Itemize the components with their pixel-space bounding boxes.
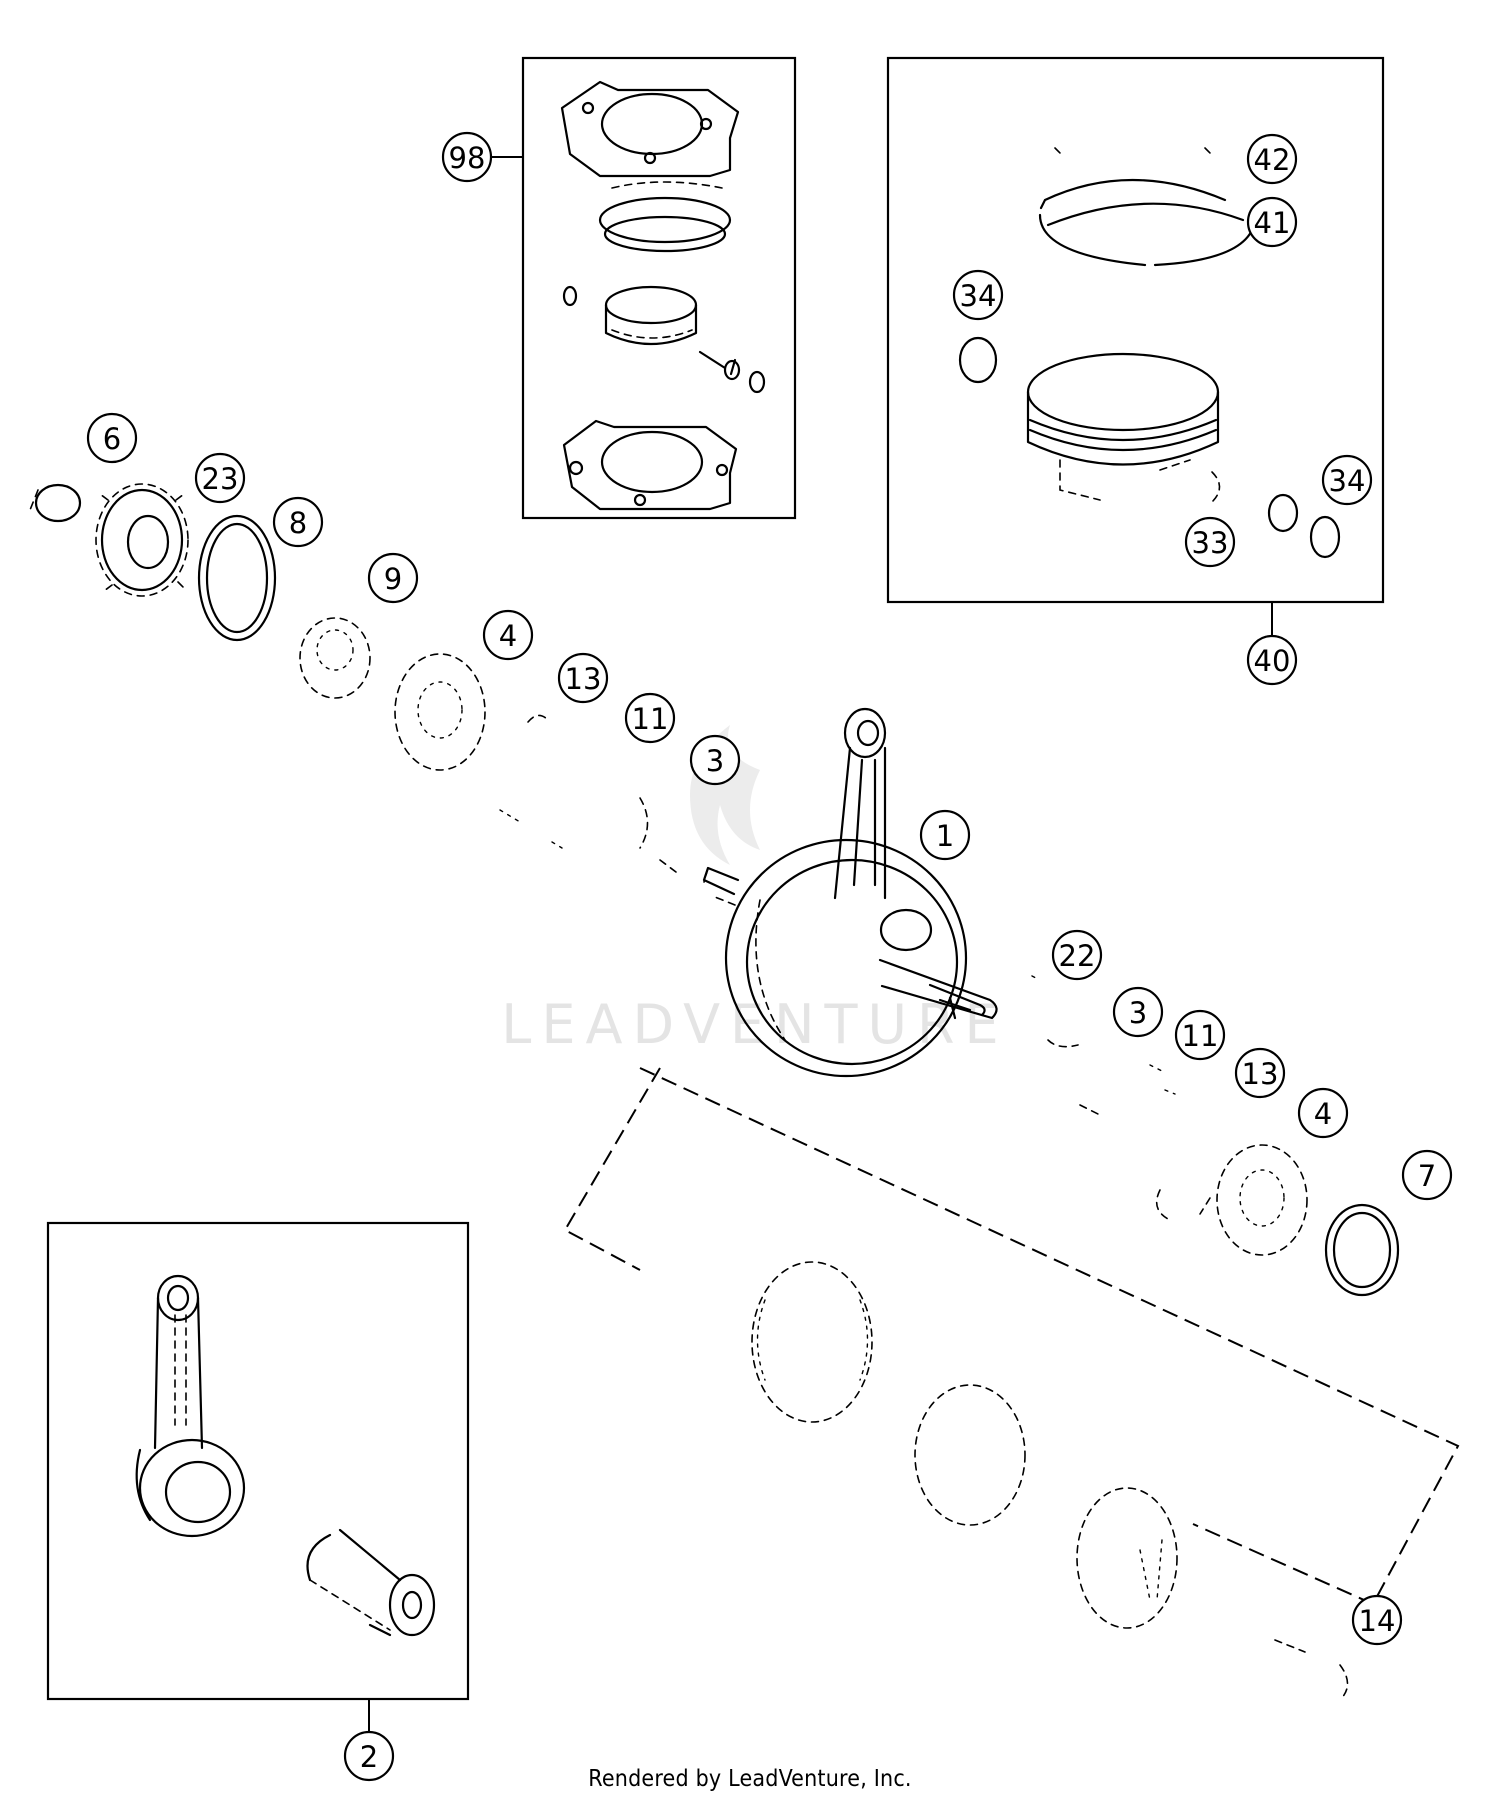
part-9 bbox=[299, 617, 371, 699]
callout-4: 4 bbox=[482, 609, 534, 661]
callout-label-34-left: 34 bbox=[960, 279, 997, 313]
callout-label-1: 1 bbox=[936, 819, 954, 853]
callout-7: 7 bbox=[1401, 1149, 1453, 1201]
callout-13: 13 bbox=[1234, 1047, 1286, 1099]
callout-9: 9 bbox=[367, 552, 419, 604]
callout-label-13-left: 13 bbox=[565, 662, 602, 696]
callout-8: 8 bbox=[272, 496, 324, 548]
gasket-kit-box bbox=[491, 56, 797, 520]
callout-23: 23 bbox=[194, 452, 246, 504]
callout-3: 3 bbox=[1112, 986, 1164, 1038]
small-parts-right bbox=[1031, 975, 1211, 1221]
callout-11: 11 bbox=[1174, 1009, 1226, 1061]
gear-23 bbox=[95, 483, 189, 597]
callout-label-11-right: 11 bbox=[1182, 1019, 1219, 1053]
callout-label-42: 42 bbox=[1254, 143, 1291, 177]
callout-3: 3 bbox=[689, 734, 741, 786]
callout-label-23: 23 bbox=[202, 462, 239, 496]
callout-label-13-right: 13 bbox=[1242, 1057, 1279, 1091]
bearing-6 bbox=[29, 483, 82, 523]
conrod-kit-box bbox=[46, 1221, 470, 1732]
callout-label-41: 41 bbox=[1254, 206, 1291, 240]
callout-label-11-left: 11 bbox=[632, 702, 669, 736]
callout-2: 2 bbox=[343, 1730, 395, 1782]
main-bearing-4-left bbox=[394, 653, 486, 771]
callout-label-3-left: 3 bbox=[706, 744, 724, 778]
callout-label-40: 40 bbox=[1254, 644, 1291, 678]
callout-34: 34 bbox=[1321, 454, 1373, 506]
callout-label-6: 6 bbox=[103, 422, 121, 456]
callout-label-22: 22 bbox=[1059, 939, 1096, 973]
callout-42: 42 bbox=[1246, 133, 1298, 185]
callout-label-2: 2 bbox=[360, 1740, 378, 1774]
crankshaft-1 bbox=[702, 707, 998, 1078]
callout-label-34-right: 34 bbox=[1329, 464, 1366, 498]
callout-1: 1 bbox=[919, 809, 971, 861]
callout-98: 98 bbox=[441, 131, 493, 183]
callout-label-4-left: 4 bbox=[499, 619, 517, 653]
callout-22: 22 bbox=[1051, 929, 1103, 981]
shaft-seal-8 bbox=[197, 514, 277, 642]
watermark-text: LEADVENTURE bbox=[501, 993, 1008, 1056]
callout-11: 11 bbox=[624, 692, 676, 744]
shaft-seal-7 bbox=[1324, 1203, 1400, 1297]
callout-label-33: 33 bbox=[1192, 526, 1229, 560]
render-credit-footer: Rendered by LeadVenture, Inc. bbox=[588, 1766, 912, 1792]
callout-41: 41 bbox=[1246, 196, 1298, 248]
callout-label-9: 9 bbox=[384, 562, 402, 596]
related-parts-group bbox=[563, 1067, 1460, 1701]
callout-label-8: 8 bbox=[289, 506, 307, 540]
callout-label-14: 14 bbox=[1359, 1604, 1396, 1638]
callout-13: 13 bbox=[557, 652, 609, 704]
callout-label-98: 98 bbox=[449, 141, 486, 175]
callout-33: 33 bbox=[1184, 516, 1236, 568]
callout-4: 4 bbox=[1297, 1087, 1349, 1139]
callout-6: 6 bbox=[86, 412, 138, 464]
callout-label-7: 7 bbox=[1418, 1159, 1436, 1193]
callout-14: 14 bbox=[1351, 1594, 1403, 1646]
callout-40: 40 bbox=[1246, 634, 1298, 686]
small-parts-left bbox=[499, 714, 681, 876]
main-bearing-4-right bbox=[1216, 1144, 1308, 1256]
callout-label-3-right: 3 bbox=[1129, 996, 1147, 1030]
callout-label-4-right: 4 bbox=[1314, 1097, 1332, 1131]
callout-34: 34 bbox=[952, 269, 1004, 321]
callouts: 98 42 41 34 34 33 40 6 bbox=[86, 131, 1453, 1782]
piston-kit-box bbox=[886, 56, 1385, 637]
